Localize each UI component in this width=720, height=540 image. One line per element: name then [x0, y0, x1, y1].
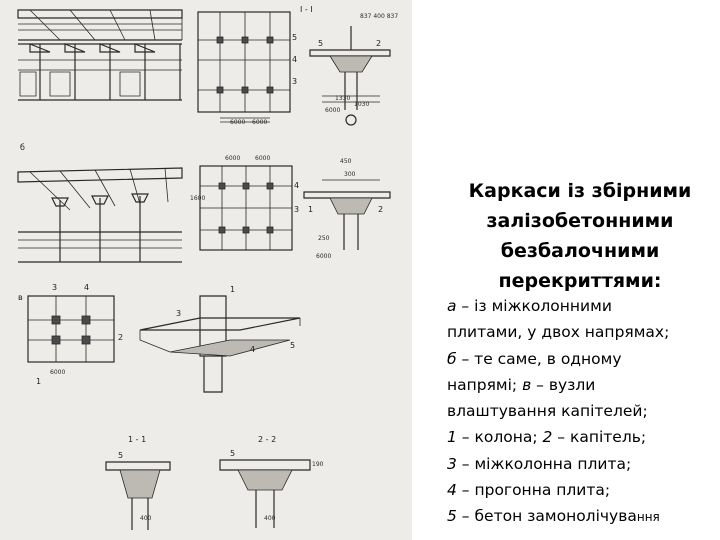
figure-v-section-2: 2 - 2 400 190 5	[219, 435, 324, 528]
title-line-1: Каркаси із збірними	[468, 180, 692, 202]
legend-line-7-text: – міжколонна плита;	[456, 454, 632, 473]
legend-line-4-text: – вузли	[531, 375, 596, 394]
section-label-a: I - I	[300, 5, 313, 14]
legend-line-1: а – із міжколонними	[447, 293, 715, 319]
legend-num-2: 2	[542, 428, 553, 447]
figure-a-plan: 6000 6000 I - I 5 4 3	[197, 5, 313, 126]
num-1-v: 1	[230, 285, 235, 294]
figure-b-plan: 6000 6000 1600 4 3	[190, 155, 299, 251]
legend-line-7: 3 – міжколонна плита;	[447, 451, 715, 477]
figure-a-perspective	[17, 9, 183, 101]
legend-line-4: напрямі; в – вузли	[447, 372, 715, 398]
legend-line-4-pre: напрямі;	[447, 375, 523, 394]
num-4-v: 4	[250, 345, 255, 354]
legend-line-9-tail: ння	[636, 510, 660, 525]
figure-b-section: 450 300 250 6000 1 2	[303, 158, 391, 260]
legend-line-6-text: – капітель;	[552, 428, 647, 447]
slide-title: Каркаси із збірними залізобетонними безб…	[450, 176, 710, 296]
dim-6000-b2: 6000	[255, 155, 270, 162]
legend-line-3-text: – те саме, в одному	[456, 349, 622, 368]
legend-line-1-text: – із міжколонними	[456, 297, 612, 315]
dim-6000-b: 6000	[225, 155, 240, 162]
legend-line-9: 5 – бетон замонолічування	[447, 503, 715, 530]
num-2-c: 2	[118, 333, 123, 342]
section-label-11: 1 - 1	[128, 435, 146, 444]
dim-250: 250	[318, 235, 330, 242]
title-line-2: залізобетонними	[486, 210, 674, 232]
figure-b-perspective	[17, 167, 183, 263]
num-5-a2: 5	[318, 39, 323, 48]
num-1-c: 1	[36, 377, 41, 386]
legend-num-3: 3	[447, 454, 457, 473]
num-2-b: 2	[378, 205, 383, 214]
dim-6000-a3: 6000	[325, 107, 340, 114]
figure-a-section: 1330 1030 837 400 837 6000 5 2	[309, 13, 398, 126]
num-3-b: 3	[294, 205, 299, 214]
dim-450: 450	[340, 158, 352, 165]
figure-v-section-1: 1 - 1 400 5	[105, 435, 171, 530]
num-5-e: 5	[230, 449, 235, 458]
section-label-22: 2 - 2	[258, 435, 276, 444]
figure-v-label: в	[18, 293, 23, 302]
num-1-b: 1	[308, 205, 313, 214]
legend-num-1: 1	[447, 428, 457, 447]
legend-line-6-mid: – колона;	[456, 428, 543, 447]
dim-6000-b3: 6000	[316, 253, 331, 260]
technical-drawing-scan: б 6000 6000 I - I 5 4 3 1330 1030 837 40…	[0, 0, 412, 540]
num-3-a: 3	[292, 77, 297, 86]
legend-num-5: 5	[447, 507, 457, 526]
figure-v-isometric: 1 3 4 5	[139, 285, 301, 393]
figure-b-label: б	[20, 143, 25, 152]
legend-line-3: б – те саме, в одному	[447, 346, 715, 372]
figure-legend: а – із міжколонними плитами, у двох напр…	[447, 293, 715, 531]
dim-400-b: 400	[264, 515, 276, 522]
dim-190: 190	[312, 461, 324, 468]
dim-400-a: 400	[140, 515, 152, 522]
dim-1600: 1600	[190, 195, 205, 202]
legend-a: а	[447, 297, 457, 315]
legend-line-6: 1 – колона; 2 – капітель;	[447, 424, 715, 450]
legend-num-4: 4	[447, 481, 457, 500]
dim-1330: 1330	[335, 95, 350, 102]
legend-line-2: плитами, у двох напрямах;	[447, 323, 670, 342]
num-4-a: 4	[292, 55, 297, 64]
num-5-d: 5	[118, 451, 123, 460]
title-line-3: безбалочними	[500, 240, 660, 262]
dim-300: 300	[344, 171, 356, 178]
dim-1030: 1030	[354, 101, 369, 108]
legend-line-8-text: – прогонна плита;	[456, 481, 611, 500]
dim-top: 837 400 837	[360, 13, 398, 20]
num-2-a: 2	[376, 39, 381, 48]
legend-line-8: 4 – прогонна плита;	[447, 477, 715, 503]
num-5-a: 5	[292, 33, 297, 42]
num-3-c: 3	[52, 283, 57, 292]
title-line-4: перекриттями:	[498, 270, 662, 292]
dim-6000-a2: 6000	[252, 119, 267, 126]
figure-v-plan: 3 4 в 6000 1 2	[18, 283, 123, 386]
legend-line-9-text: – бетон замонолічува	[456, 507, 637, 526]
legend-v: в	[522, 375, 532, 394]
legend-b: б	[447, 349, 457, 368]
num-4-c: 4	[84, 283, 89, 292]
dim-6000-c: 6000	[50, 369, 65, 376]
num-4-b: 4	[294, 181, 299, 190]
num-5-v: 5	[290, 341, 295, 350]
legend-line-5: влаштування капітелей;	[447, 402, 648, 421]
num-3-v: 3	[176, 309, 181, 318]
dim-6000-a: 6000	[230, 119, 245, 126]
